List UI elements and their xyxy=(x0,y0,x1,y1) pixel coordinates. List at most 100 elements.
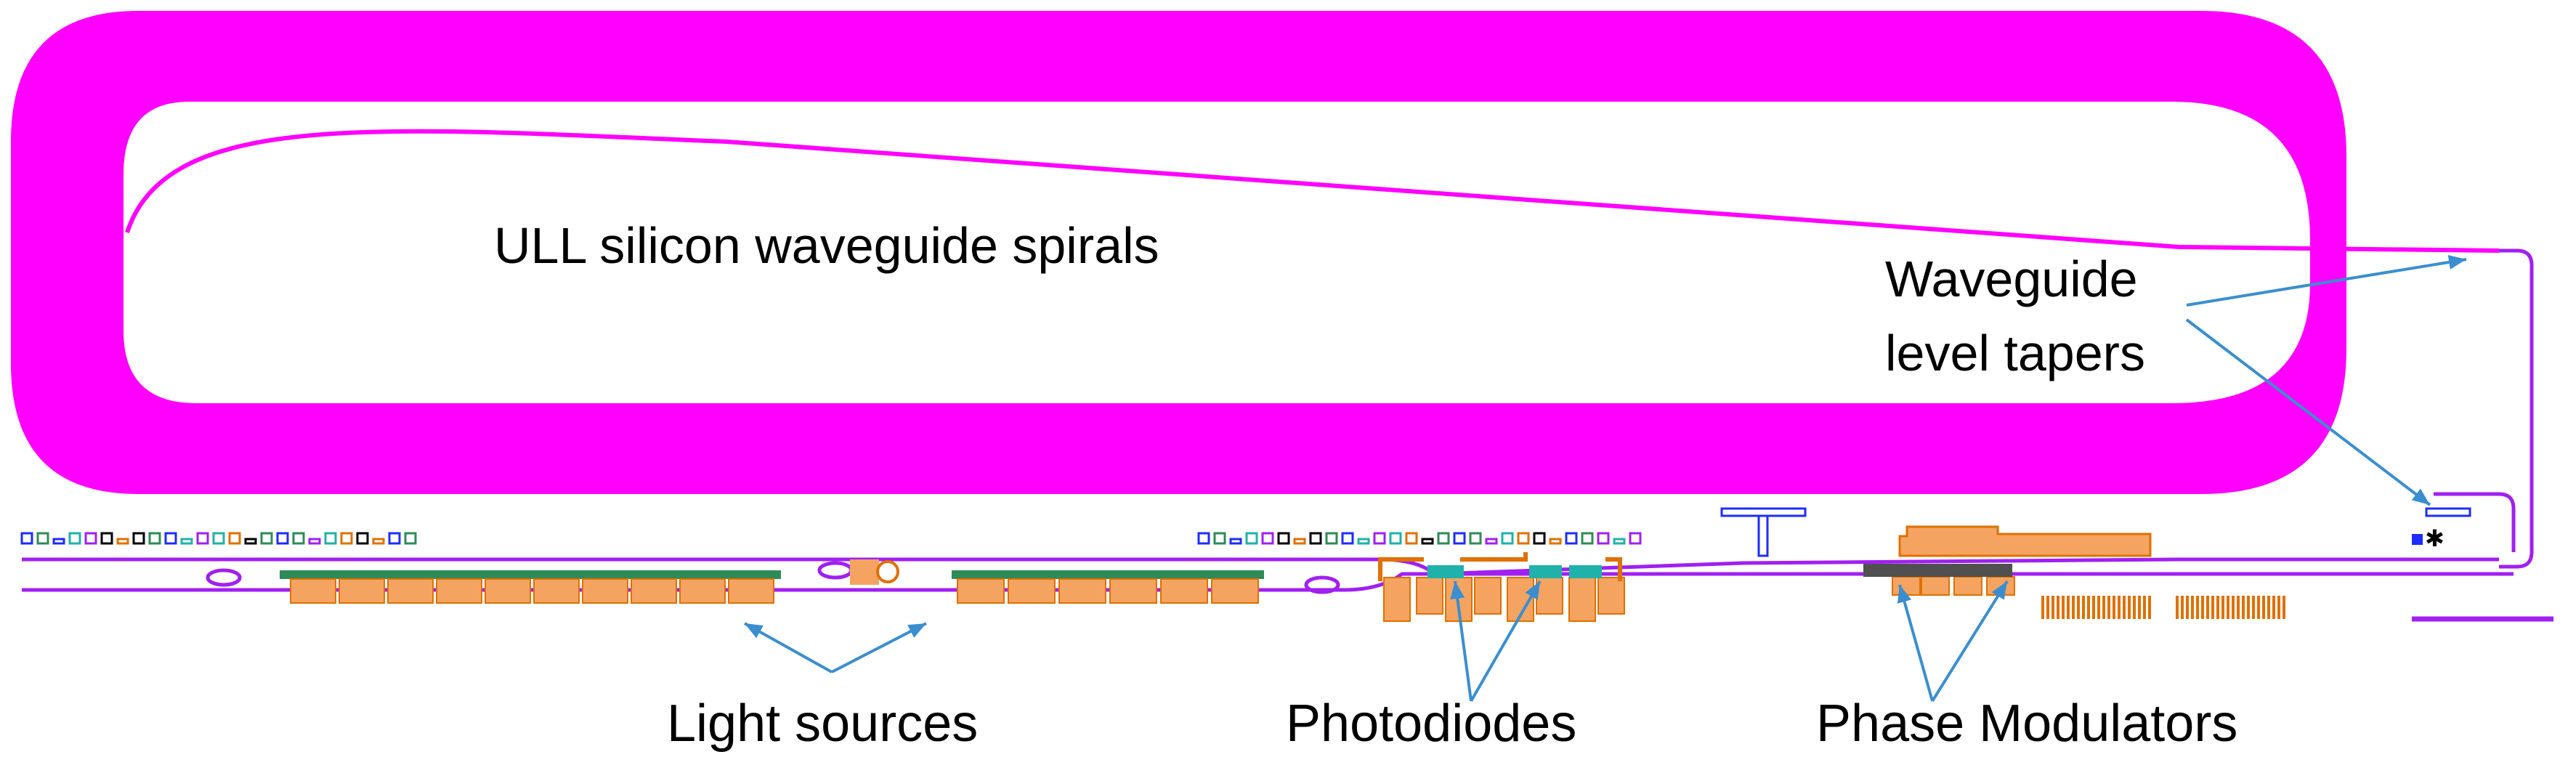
arrow-pm-right xyxy=(1931,580,2009,703)
phase-modulator-pad xyxy=(1953,576,1982,596)
grating-line xyxy=(2232,596,2235,619)
grating-line xyxy=(2148,596,2151,619)
arrow-head xyxy=(745,623,764,639)
loop-ring-2 xyxy=(817,561,854,580)
photodiode-pad xyxy=(1383,577,1411,622)
grating-line xyxy=(2077,596,2080,619)
grating-line xyxy=(2138,596,2141,619)
grating-line xyxy=(2257,596,2260,619)
light-source-pads-1 xyxy=(290,578,774,604)
photodiode-pad xyxy=(1416,577,1443,615)
photodiode-2 xyxy=(1529,565,1562,578)
grating-line xyxy=(2143,596,2146,619)
grating-line xyxy=(2201,596,2204,619)
arrow-photodiode-left xyxy=(1454,580,1473,702)
test-structure xyxy=(388,532,401,545)
grating-line xyxy=(2191,596,2194,619)
grating-line xyxy=(2227,596,2229,619)
star-marker: ✱ xyxy=(2425,525,2445,551)
arrow-head xyxy=(1991,581,2007,600)
grating-line xyxy=(2082,596,2085,619)
grating-line xyxy=(2221,596,2224,619)
light-source-pad xyxy=(1160,578,1208,604)
light-source-pad xyxy=(533,578,580,604)
light-source-pad xyxy=(582,578,628,604)
test-structure xyxy=(1357,538,1370,545)
photodiodes-label: Photodiodes xyxy=(1286,695,1576,753)
test-structure xyxy=(356,532,369,545)
right-loop-waveguide xyxy=(2499,248,2534,569)
light-source-pad xyxy=(339,578,385,604)
photodiode-1 xyxy=(1427,565,1464,578)
light-sources xyxy=(280,559,1264,604)
light-source-pad xyxy=(728,578,774,604)
light-source-pad xyxy=(1109,578,1157,604)
test-structure xyxy=(1293,538,1306,545)
coupler-pad xyxy=(850,559,879,585)
test-structure xyxy=(1597,532,1610,545)
test-structure xyxy=(260,532,273,545)
test-structure xyxy=(1485,538,1498,545)
spirals-label: ULL silicon waveguide spirals xyxy=(494,217,1159,274)
light-source-pad xyxy=(485,578,531,604)
test-structure xyxy=(36,532,49,545)
arrow-taper-lower xyxy=(2185,318,2431,506)
test-structure xyxy=(308,538,321,545)
phase-modulator-pad xyxy=(1892,576,1921,596)
light-source-pad xyxy=(1211,578,1259,604)
grating-line xyxy=(2097,596,2100,619)
waveguide-spiral xyxy=(11,11,2500,494)
grating-line xyxy=(2237,596,2240,619)
tapers-label-line2: level tapers xyxy=(1885,325,2145,381)
test-structure xyxy=(1261,532,1274,545)
spiral-crossing-waveguide xyxy=(125,129,2500,253)
light-source-pad xyxy=(387,578,434,604)
arrow-taper-upper xyxy=(2186,258,2467,307)
test-structure xyxy=(1277,532,1290,545)
grating-line xyxy=(2272,596,2275,619)
taper-marker xyxy=(2425,507,2471,517)
test-structure xyxy=(100,532,113,545)
light-source-pads-2 xyxy=(957,578,1259,604)
grating-line xyxy=(2102,596,2105,619)
phase-modulators-label: Phase Modulators xyxy=(1816,695,2237,753)
test-structure xyxy=(84,532,97,545)
phase-modulator-pad xyxy=(1921,576,1950,596)
test-structure xyxy=(1245,532,1258,545)
grating-line xyxy=(2242,596,2245,619)
test-pad-square xyxy=(2412,534,2423,545)
photodiode-pad xyxy=(1536,577,1563,615)
grating-line xyxy=(2277,596,2280,619)
light-source-pad xyxy=(1058,578,1106,604)
loop-ring-1 xyxy=(206,568,242,587)
right-loop-inner xyxy=(2434,492,2516,552)
test-structure xyxy=(324,532,337,545)
test-structure xyxy=(180,538,193,545)
light-sources-label: Light sources xyxy=(667,695,978,753)
test-structure xyxy=(372,538,385,545)
grating-line xyxy=(2181,596,2184,619)
test-structure xyxy=(276,532,289,545)
grating-line xyxy=(2206,596,2209,619)
grating-line xyxy=(2252,596,2255,619)
arrow-head xyxy=(1450,581,1465,600)
grating-line xyxy=(2176,596,2179,619)
grating-line xyxy=(2113,596,2115,619)
arrow-photodiode-right xyxy=(1470,580,1542,702)
test-structure xyxy=(20,532,33,545)
test-structure xyxy=(1453,532,1466,545)
light-source-strip-1 xyxy=(280,570,781,579)
test-structure xyxy=(116,538,129,545)
grating-line xyxy=(2216,596,2219,619)
test-structure xyxy=(1421,538,1434,545)
test-structure xyxy=(1229,538,1242,545)
grating-line xyxy=(2247,596,2250,619)
test-structure xyxy=(148,532,161,545)
test-structure xyxy=(52,538,65,545)
photodiode-pad xyxy=(1597,577,1625,615)
arrow-head xyxy=(907,623,926,638)
grating-line xyxy=(2092,596,2095,619)
arrow-pm-left xyxy=(1898,584,1934,702)
